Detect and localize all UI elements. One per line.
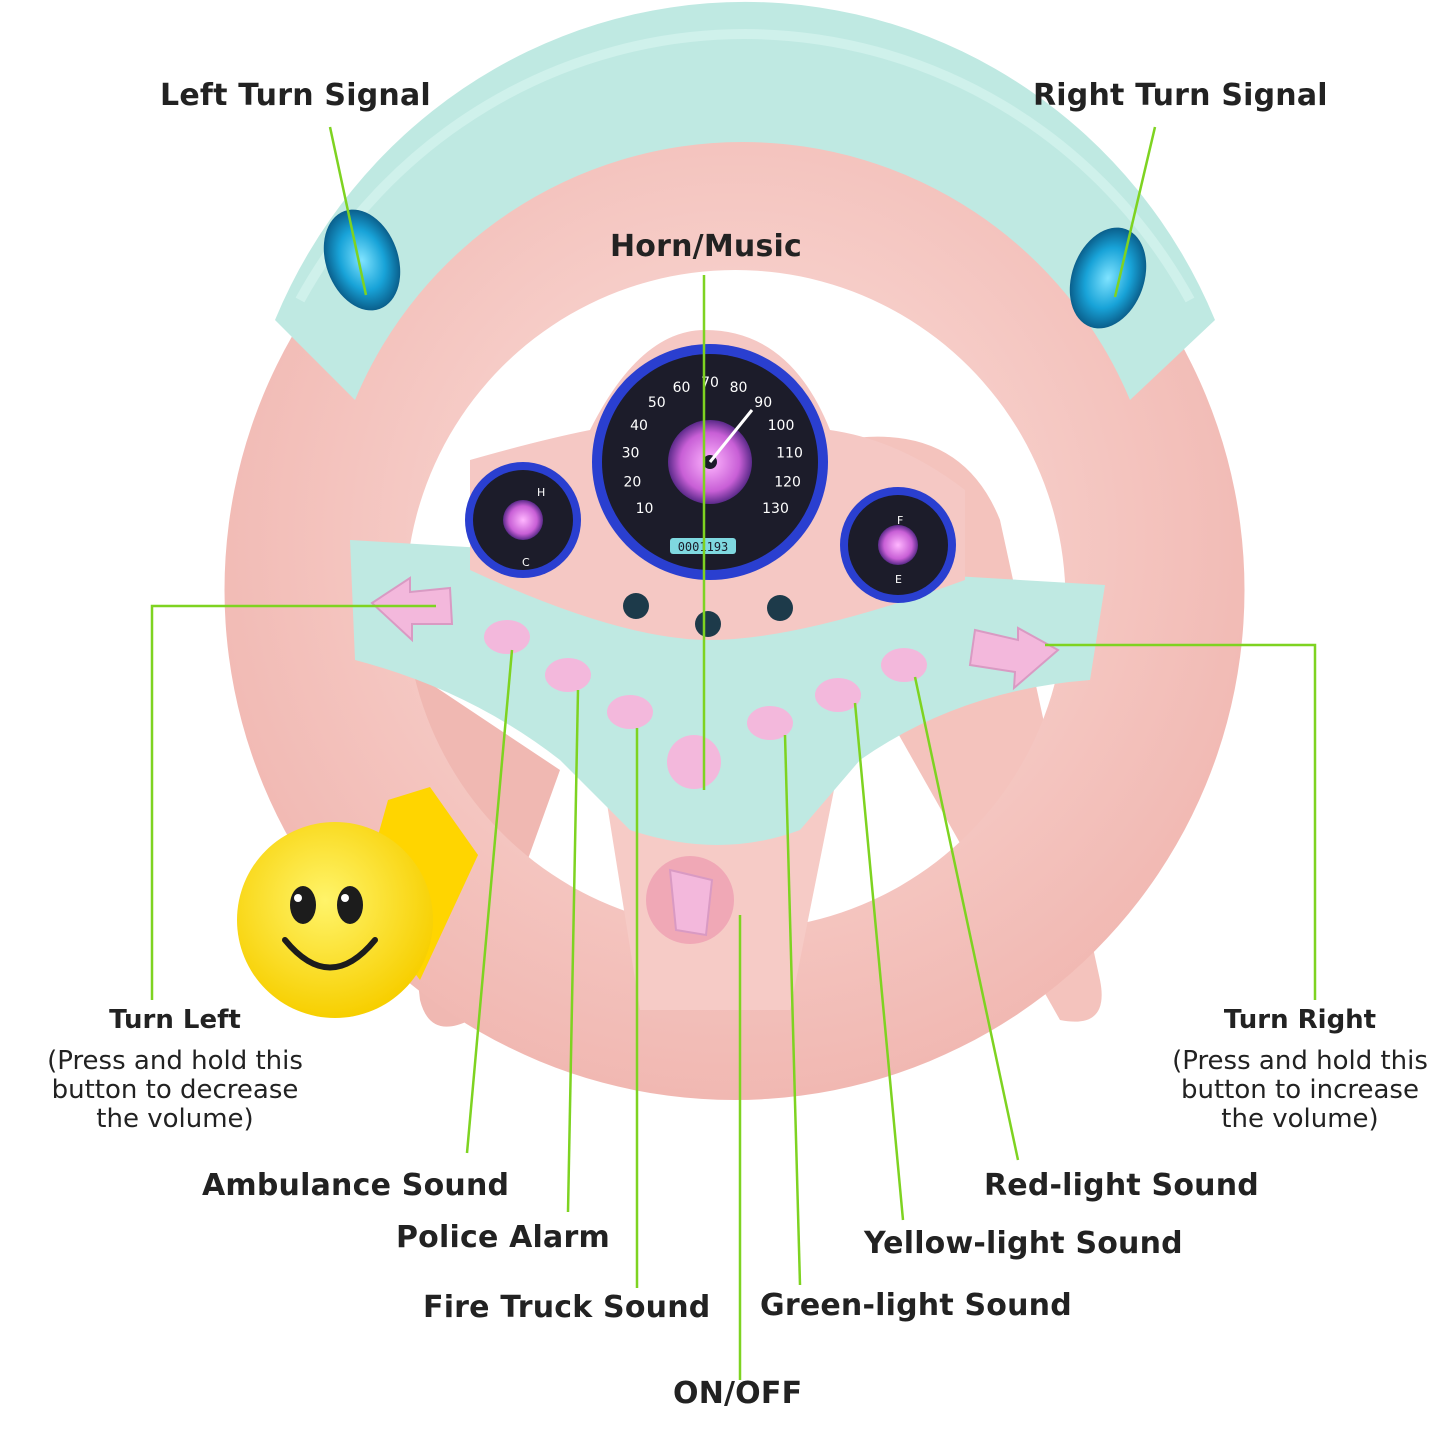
on-off-knob-grip [668,868,714,937]
leader-right-turn-signal [1113,126,1157,298]
yellow-light-sound-button[interactable] [815,678,861,712]
label-on-off: ON/OFF [673,1376,803,1411]
speed-tick-label: 70 [701,375,719,391]
label-turn-right: Turn Right (Press and hold this button t… [1165,1006,1435,1134]
leader-police [566,689,580,1213]
speed-tick-label: 60 [673,380,691,396]
wheel-rim [224,80,1245,1100]
label-green-light-sound: Green-light Sound [760,1288,1072,1323]
speed-tick-label: 100 [768,418,795,434]
leader-yellow-light [853,702,905,1221]
fuel-full-label: F [897,514,903,527]
ambulance-sound-button[interactable] [484,620,530,654]
speed-tick-label: 30 [622,446,640,462]
label-turn-right-note-2: button to increase [1181,1075,1419,1105]
leader-turn-left [150,604,436,1000]
leader-green-light [783,734,802,1286]
turn-left-button[interactable] [370,576,454,643]
label-yellow-light-sound: Yellow-light Sound [864,1226,1183,1261]
speed-tick-label: 80 [730,380,748,396]
label-left-turn-signal: Left Turn Signal [160,78,431,113]
smiley-face-knob[interactable] [237,822,433,1018]
smiley-right-eye [337,886,363,924]
label-turn-right-note-1: (Press and hold this [1172,1046,1428,1076]
temp-high-label: H [537,486,545,499]
indicator-light-red [767,595,793,621]
leader-lines [150,126,1317,1380]
label-turn-left-title: Turn Left [109,1005,241,1035]
right-turn-signal-light [1069,227,1147,329]
leader-left-turn-signal [328,126,368,296]
control-panel [350,540,1105,845]
label-fire-truck-sound: Fire Truck Sound [423,1290,711,1325]
speedometer-needle [708,409,754,463]
left-turn-signal-light [323,209,401,311]
speed-tick-label: 130 [762,501,789,517]
fuel-empty-label: E [895,573,902,586]
label-turn-left-note-2: button to decrease [51,1075,299,1105]
label-turn-left: Turn Left (Press and hold this button to… [40,1006,310,1134]
speed-tick-label: 120 [774,475,801,491]
temp-low-label: C [522,556,530,569]
turn-right-button[interactable] [968,626,1060,691]
speed-tick-label: 50 [648,395,666,411]
label-turn-right-title: Turn Right [1223,1005,1377,1035]
indicator-light-yellow [695,611,721,637]
speed-tick-label: 40 [630,418,648,434]
label-turn-right-note-3: the volume) [1221,1104,1379,1134]
label-turn-left-note-1: (Press and hold this [47,1046,303,1076]
fire-truck-sound-button[interactable] [607,695,653,729]
label-red-light-sound: Red-light Sound [984,1168,1259,1203]
label-right-turn-signal: Right Turn Signal [1033,78,1328,113]
speed-tick-label: 110 [776,446,803,462]
speed-tick-label: 20 [623,475,641,491]
police-alarm-button[interactable] [545,658,591,692]
label-horn-music: Horn/Music [610,229,802,264]
label-ambulance-sound: Ambulance Sound [202,1168,510,1203]
leader-red-light [913,676,1020,1161]
wheel-top-grip [275,1,1215,400]
speed-tick-label: 10 [636,501,654,517]
label-police-alarm: Police Alarm [396,1220,610,1255]
leader-ambulance [465,649,514,1154]
speed-tick-label: 90 [754,395,772,411]
smiley-left-eye [290,886,316,924]
indicator-light-green [623,593,649,619]
label-turn-left-note-3: the volume) [96,1104,254,1134]
leader-turn-right [1045,643,1317,1000]
green-light-sound-button[interactable] [747,706,793,740]
red-light-sound-button[interactable] [881,648,927,682]
horn-music-button[interactable] [667,735,721,789]
smiley-mouth [282,937,378,971]
